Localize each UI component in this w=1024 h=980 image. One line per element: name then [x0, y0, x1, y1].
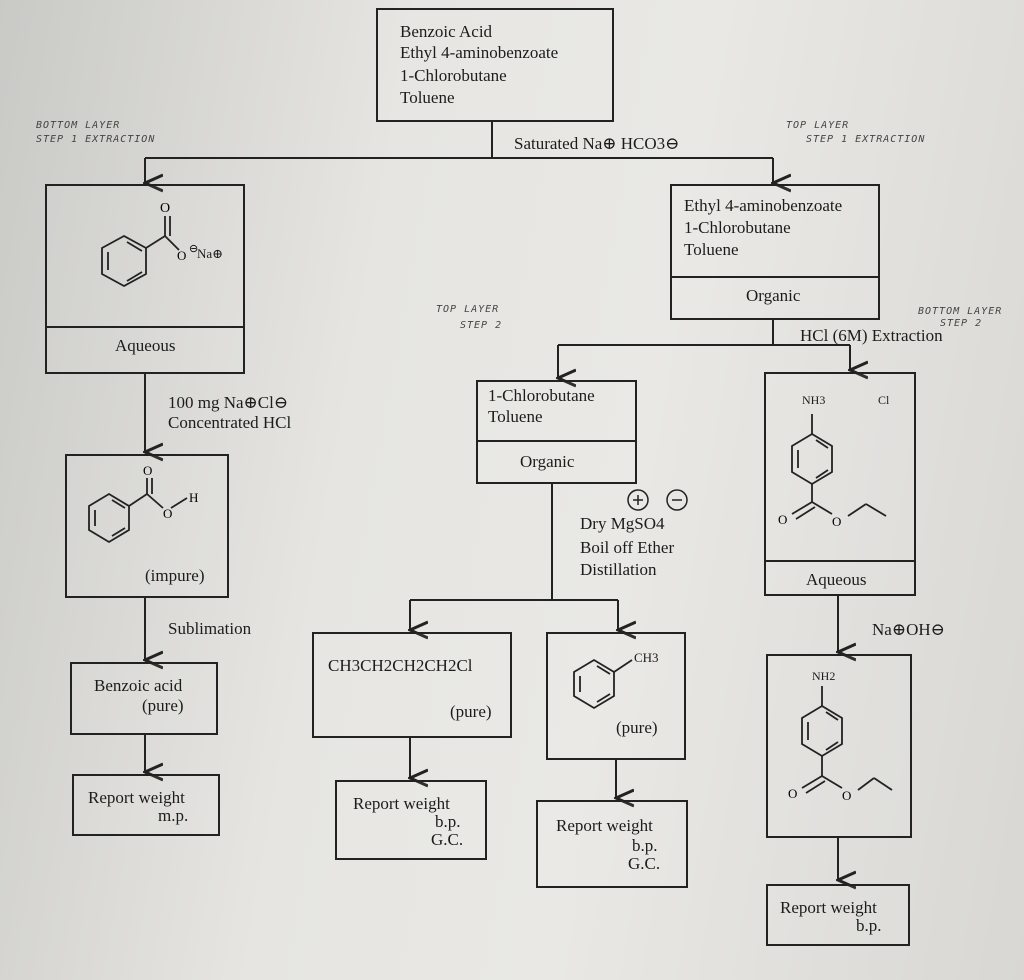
report-mid2-line-1: Report weight [556, 816, 653, 835]
report-left-line-2: m.p. [158, 806, 189, 825]
report-right-line-2: b.p. [856, 916, 882, 935]
acidify-line-2: Concentrated HCl [168, 413, 292, 432]
report-mid1-line-2: b.p. [435, 812, 461, 831]
aqueous-ammonium-box: O O NH3 Cl Aqueous [764, 372, 916, 596]
ethyl-aminobenzoate-hydrochloride-structure: O O [778, 414, 887, 529]
ethyl-aminobenzoate-structure: O O [788, 686, 893, 803]
report-mid1-line-3: G.C. [431, 830, 464, 849]
toluene-pure-box: CH3 (pure) [546, 632, 686, 760]
organic1-compound-2: 1-Chlorobutane [684, 218, 791, 237]
sodium-benzoate-structure: O O ⊖ [101, 201, 198, 288]
organic2-compound-1: 1-Chlorobutane [488, 386, 595, 405]
aqueous-benzoate-box: O O ⊖ Na⊕ Aqueous [45, 184, 245, 374]
chloride-label: Cl [878, 393, 890, 407]
step1-left-note-1: BOTTOM LAYER [36, 120, 121, 131]
organic1-compound-3: Toluene [684, 240, 739, 259]
step2-right-note-2: STEP 2 [940, 318, 983, 329]
chlorobutane-pure-label: (pure) [450, 702, 492, 721]
aqueous2-label: Aqueous [806, 570, 867, 589]
step2-right-note-1: BOTTOM LAYER [918, 306, 1003, 317]
report-mid1-line-1: Report weight [353, 794, 450, 813]
svg-text:⊖: ⊖ [189, 243, 198, 255]
report-right-line-1: Report weight [780, 898, 877, 917]
acidify-line-1: 100 mg Na⊕Cl⊖ [168, 393, 289, 412]
start-mixture-box: Benzoic Acid Ethyl 4-aminobenzoate 1-Chl… [376, 8, 614, 122]
toluene-structure [573, 658, 633, 710]
benzoic-pure-line-2: (pure) [142, 696, 184, 715]
svg-text:O: O [832, 514, 841, 529]
organic1-label: Organic [746, 286, 801, 305]
organic-layer2-box: 1-Chlorobutane Toluene Organic [476, 380, 637, 484]
svg-text:O: O [177, 248, 186, 263]
impure-label: (impure) [145, 566, 205, 585]
report-mid2-line-3: G.C. [628, 854, 661, 873]
step1-reagent: Saturated Na⊕ HCO3⊖ [514, 134, 680, 153]
step1-right-note-1: TOP LAYER [786, 120, 850, 131]
svg-text:O: O [160, 201, 170, 216]
dry-line-2: Boil off Ether [580, 538, 675, 557]
amine-nh2-label: NH2 [812, 669, 836, 683]
organic1-compound-1: Ethyl 4-aminobenzoate [684, 196, 843, 215]
benzoic-acid-structure: O O H [88, 463, 198, 544]
organic2-label: Organic [520, 452, 575, 471]
svg-text:H: H [189, 490, 198, 505]
aqueous1-label: Aqueous [115, 336, 176, 355]
report-left-line-1: Report weight [88, 788, 185, 807]
toluene-pure-label: (pure) [616, 718, 658, 737]
svg-text:O: O [778, 512, 787, 527]
step1-right-note-2: STEP 1 EXTRACTION [806, 134, 926, 145]
report-right-box: Report weight b.p. [766, 884, 910, 946]
benzoic-pure-line-1: Benzoic acid [94, 676, 183, 695]
sublimation-step: Sublimation [168, 619, 252, 638]
naoh-reagent: Na⊕OH⊖ [872, 620, 945, 639]
start-compound-2: Ethyl 4-aminobenzoate [400, 43, 559, 62]
svg-text:O: O [143, 463, 152, 478]
impure-benzoic-acid-box: O O H (impure) [65, 454, 229, 598]
svg-text:O: O [163, 506, 172, 521]
organic-layer1-box: Ethyl 4-aminobenzoate 1-Chlorobutane Tol… [670, 184, 880, 320]
chlorobutane-pure-box: CH3CH2CH2CH2Cl (pure) [312, 632, 512, 738]
chlorobutane-formula: CH3CH2CH2CH2Cl [328, 656, 473, 675]
step2-left-note-2: STEP 2 [460, 320, 503, 331]
step1-left-note-2: STEP 1 EXTRACTION [36, 134, 156, 145]
dry-line-3: Distillation [580, 560, 657, 579]
ethyl-aminobenzoate-box: O O NH2 [766, 654, 912, 838]
start-compound-3: 1-Chlorobutane [400, 66, 507, 85]
step2-left-note-1: TOP LAYER [436, 304, 500, 315]
start-compound-4: Toluene [400, 88, 455, 107]
toluene-ch3-label: CH3 [634, 650, 659, 665]
benzoic-acid-pure-box: Benzoic acid (pure) [70, 662, 218, 735]
report-mid2-box: Report weight b.p. G.C. [536, 800, 688, 888]
sodium-ion-label: Na⊕ [197, 246, 224, 261]
ammonium-label: NH3 [802, 393, 826, 407]
svg-text:O: O [842, 788, 851, 803]
dry-line-1: Dry MgSO4 [580, 514, 665, 533]
step2-reagent: HCl (6M) Extraction [800, 326, 943, 345]
report-mid1-box: Report weight b.p. G.C. [335, 780, 487, 860]
report-left-box: Report weight m.p. [72, 774, 220, 836]
start-compound-1: Benzoic Acid [400, 22, 493, 41]
svg-text:O: O [788, 786, 797, 801]
report-mid2-line-2: b.p. [632, 836, 658, 855]
organic2-compound-2: Toluene [488, 407, 543, 426]
